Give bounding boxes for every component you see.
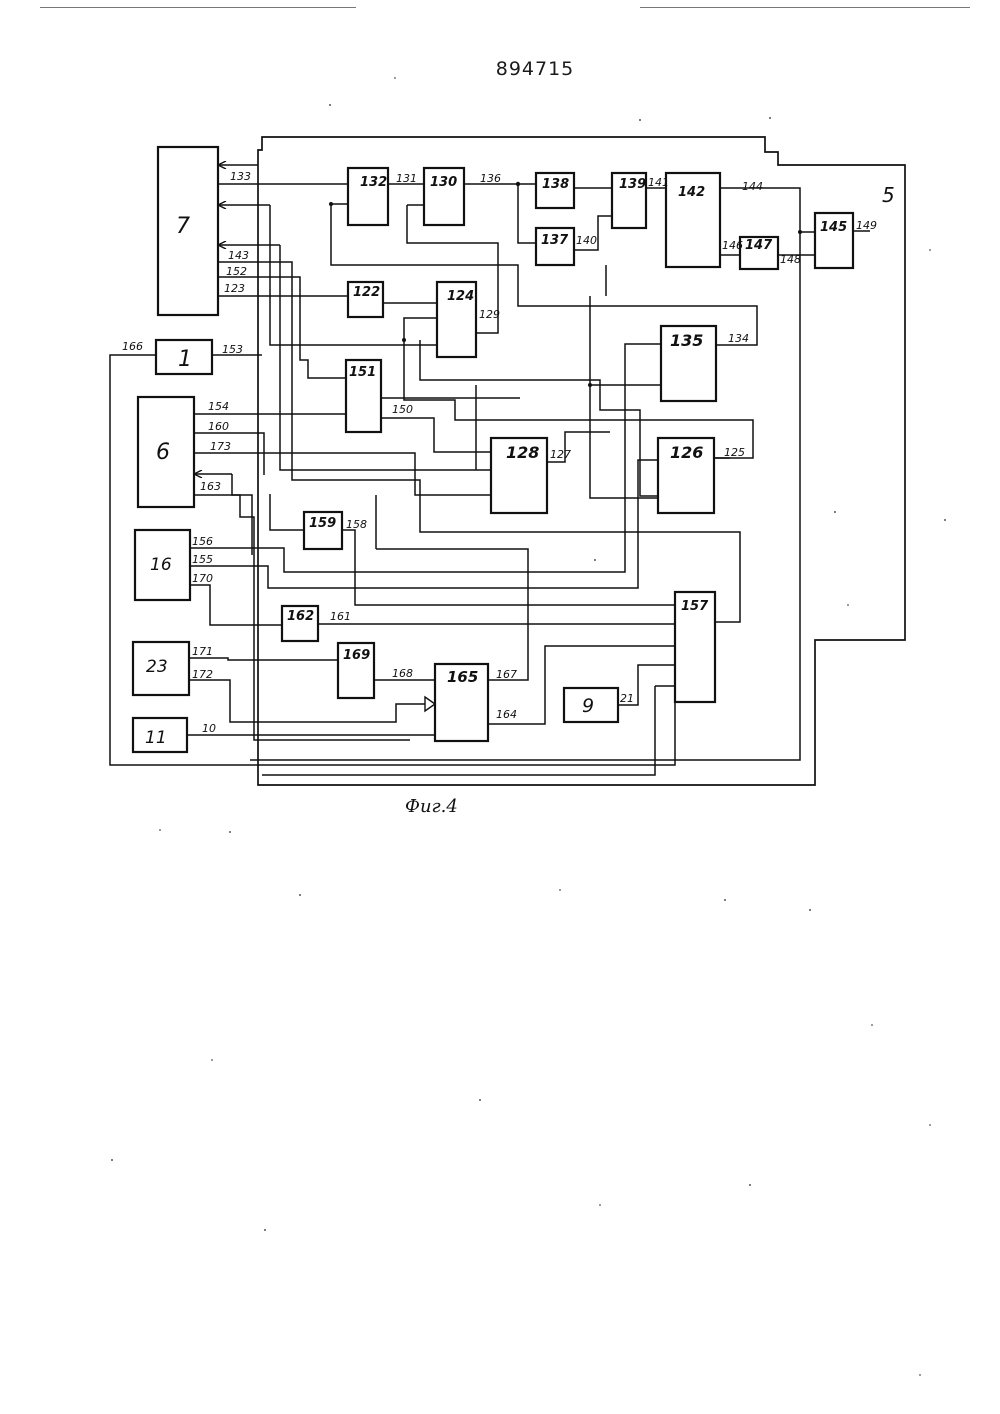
port-150: 150	[392, 403, 413, 416]
block-label-16: 16	[150, 555, 172, 575]
block-label-130: 130	[430, 175, 457, 190]
port-168: 168	[392, 667, 413, 680]
port-146: 146	[722, 239, 743, 252]
port-164: 164	[496, 708, 517, 721]
port-167: 167	[496, 668, 517, 681]
port-143: 143	[228, 249, 249, 262]
port-155: 155	[192, 553, 213, 566]
port-127: 127	[550, 448, 571, 461]
port-148: 148	[780, 253, 801, 266]
port-133: 133	[230, 170, 251, 183]
block-label-6: 6	[156, 440, 170, 465]
port-125: 125	[724, 446, 745, 459]
block-label-139: 139	[619, 177, 646, 192]
port-153: 153	[222, 343, 243, 356]
port-140: 140	[576, 234, 597, 247]
block-label-126: 126	[670, 443, 703, 462]
port-134: 134	[728, 332, 749, 345]
block-label-142: 142	[678, 185, 705, 200]
block-label-145: 145	[820, 220, 847, 235]
connection-lines	[110, 165, 870, 775]
port-144: 144	[742, 180, 763, 193]
block-label-132: 132	[360, 175, 387, 190]
figure-caption: Фиг.4	[405, 796, 458, 817]
port-129: 129	[479, 308, 500, 321]
block-label-23: 23	[146, 657, 168, 677]
port-171: 171	[192, 645, 213, 658]
block-label-162: 162	[287, 609, 314, 624]
frame-label-5: 5	[882, 183, 895, 207]
port-154: 154	[208, 400, 229, 413]
block-label-1: 1	[178, 347, 192, 372]
port-163: 163	[200, 480, 221, 493]
block-label-147: 147	[745, 238, 773, 253]
block-label-122: 122	[353, 285, 380, 300]
port-172: 172	[192, 668, 213, 681]
block-label-137: 137	[541, 233, 569, 248]
port-136: 136	[480, 172, 501, 185]
port-131: 131	[396, 172, 417, 185]
port-10: 10	[202, 722, 216, 735]
port-158: 158	[346, 518, 367, 531]
port-21: 21	[620, 692, 634, 705]
block-label-169: 169	[343, 648, 370, 663]
port-170: 170	[192, 572, 213, 585]
block-label-157: 157	[681, 599, 709, 614]
block-label-138: 138	[542, 177, 569, 192]
port-173: 173	[210, 440, 231, 453]
port-161: 161	[330, 610, 351, 623]
block-label-151: 151	[349, 365, 376, 380]
block-label-11: 11	[145, 728, 167, 748]
block-label-135: 135	[670, 331, 703, 350]
port-149: 149	[856, 219, 877, 232]
block-label-9: 9	[582, 695, 594, 717]
block-label-159: 159	[309, 516, 336, 531]
port-166: 166	[122, 340, 143, 353]
port-152: 152	[226, 265, 247, 278]
port-156: 156	[192, 535, 213, 548]
block-label-7: 7	[176, 214, 190, 239]
port-141: 141	[648, 176, 669, 189]
port-160: 160	[208, 420, 229, 433]
block-label-128: 128	[506, 443, 539, 462]
port-123: 123	[224, 282, 245, 295]
block-label-165: 165	[447, 668, 478, 686]
block-label-124: 124	[447, 289, 474, 304]
